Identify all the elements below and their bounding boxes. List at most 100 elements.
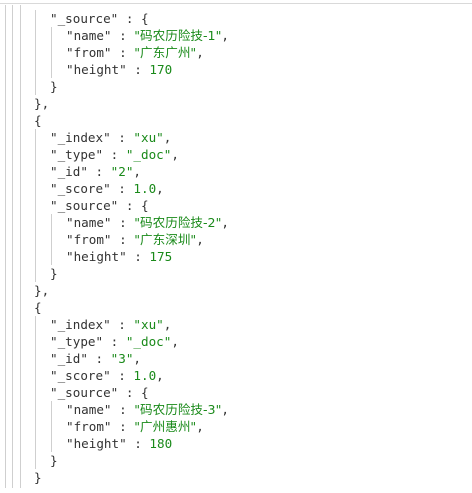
json-key: "height" <box>66 249 127 264</box>
json-punctuation: : { <box>118 198 149 213</box>
json-punctuation: , <box>221 28 229 43</box>
json-line: "_type" : "_doc", <box>50 146 179 163</box>
json-punctuation: : <box>87 351 111 366</box>
indent-guide <box>35 316 36 469</box>
json-key: "name" <box>66 402 112 417</box>
json-key: "name" <box>66 28 112 43</box>
json-punctuation: , <box>196 419 204 434</box>
json-line: "height" : 175 <box>66 248 172 265</box>
json-punctuation: }, <box>34 96 50 111</box>
json-punctuation: : { <box>118 385 149 400</box>
json-line: "from" : "广东深圳", <box>66 231 204 248</box>
json-key: "name" <box>66 215 112 230</box>
json-line: "from" : "广东广州", <box>66 44 204 61</box>
json-punctuation: , <box>163 317 172 332</box>
json-key: "from" <box>66 419 112 434</box>
json-line: "_score" : 1.0, <box>50 367 164 384</box>
indent-guide <box>51 214 52 265</box>
json-number-value: 170 <box>149 62 173 77</box>
json-string-value: "码农历险技-3" <box>134 402 222 417</box>
json-punctuation: : <box>111 402 135 417</box>
json-punctuation: : <box>103 147 126 162</box>
indent-guide <box>20 5 21 488</box>
json-line: "from" : "广州惠州", <box>66 418 204 435</box>
json-key: "_score" <box>50 181 111 196</box>
json-string-value: "xu" <box>133 317 164 332</box>
json-key: "_id" <box>50 164 88 179</box>
indent-guide <box>51 27 52 78</box>
json-key: "_index" <box>50 130 111 145</box>
json-string-value: "3" <box>110 351 134 366</box>
json-punctuation: : { <box>118 11 149 26</box>
json-line: "name" : "码农历险技-2", <box>66 214 229 231</box>
json-punctuation: : <box>111 45 135 60</box>
json-line: { <box>34 299 42 316</box>
json-string-value: "_doc" <box>125 147 172 162</box>
json-string-value: "_doc" <box>125 334 172 349</box>
json-line: "name" : "码农历险技-1", <box>66 27 229 44</box>
json-punctuation: : <box>126 249 150 264</box>
json-punctuation: : <box>110 130 134 145</box>
json-key: "_source" <box>50 385 119 400</box>
json-punctuation: { <box>34 113 42 128</box>
json-string-value: "广东广州" <box>134 45 197 60</box>
json-number-value: 175 <box>149 249 173 264</box>
json-line: "height" : 180 <box>66 435 172 452</box>
json-punctuation: : <box>110 317 134 332</box>
json-punctuation: , <box>133 351 142 366</box>
json-key: "_score" <box>50 368 111 383</box>
json-punctuation: } <box>34 470 42 485</box>
json-punctuation: : <box>111 215 135 230</box>
json-punctuation: , <box>171 147 179 162</box>
json-number-value: 180 <box>149 436 173 451</box>
indent-guide <box>5 5 6 488</box>
json-string-value: "广州惠州" <box>134 419 197 434</box>
json-punctuation: , <box>163 130 172 145</box>
json-line: "_source" : { <box>50 197 149 214</box>
json-line: }, <box>34 95 49 112</box>
json-punctuation: , <box>133 164 142 179</box>
json-string-value: "码农历险技-1" <box>134 28 222 43</box>
json-line: } <box>34 469 42 486</box>
json-punctuation: , <box>156 368 164 383</box>
indent-guide <box>35 129 36 282</box>
json-punctuation: : <box>126 436 150 451</box>
json-punctuation: : <box>110 368 134 383</box>
json-line: "_score" : 1.0, <box>50 180 164 197</box>
indent-guide <box>35 10 36 95</box>
json-number-value: 1.0 <box>133 368 157 383</box>
json-punctuation: : <box>110 181 134 196</box>
json-key: "_source" <box>50 198 119 213</box>
json-string-value: "xu" <box>133 130 164 145</box>
json-key: "from" <box>66 45 112 60</box>
json-line: }, <box>34 282 49 299</box>
json-punctuation: , <box>221 215 229 230</box>
json-line: { <box>34 112 42 129</box>
json-punctuation: : <box>111 232 135 247</box>
json-number-value: 1.0 <box>133 181 157 196</box>
json-string-value: "2" <box>110 164 134 179</box>
json-line: } <box>50 78 58 95</box>
json-line: } <box>50 265 58 282</box>
json-line: "_id" : "3", <box>50 350 141 367</box>
json-punctuation: , <box>221 402 229 417</box>
json-key: "_source" <box>50 11 119 26</box>
json-punctuation: , <box>171 334 179 349</box>
json-punctuation: , <box>196 232 204 247</box>
json-key: "from" <box>66 232 112 247</box>
json-punctuation: : <box>103 334 126 349</box>
json-key: "_type" <box>50 334 104 349</box>
json-punctuation: : <box>87 164 111 179</box>
json-key: "_id" <box>50 351 88 366</box>
json-line: "_type" : "_doc", <box>50 333 179 350</box>
json-line: "_source" : { <box>50 384 149 401</box>
json-key: "_type" <box>50 147 104 162</box>
json-punctuation: : <box>126 62 150 77</box>
json-string-value: "码农历险技-2" <box>134 215 222 230</box>
json-line: "name" : "码农历险技-3", <box>66 401 229 418</box>
json-line: "height" : 170 <box>66 61 172 78</box>
json-line: "_id" : "2", <box>50 163 141 180</box>
json-punctuation: } <box>50 453 58 468</box>
